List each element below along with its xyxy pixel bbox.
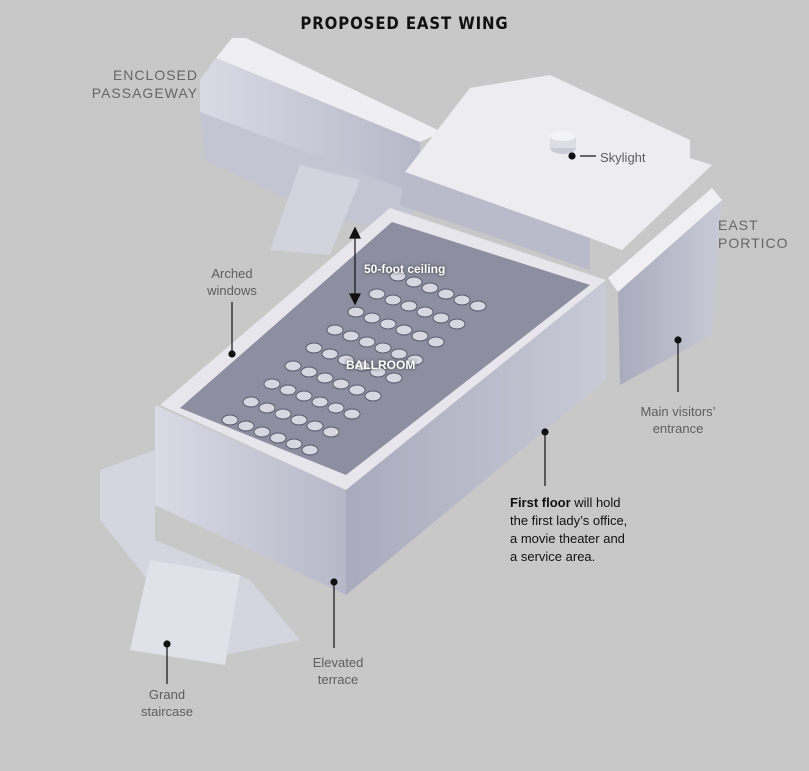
label-line: PASSAGEWAY (91, 85, 198, 101)
table (290, 414, 308, 426)
label-enclosed-passageway: ENCLOSED PASSAGEWAY (92, 66, 198, 102)
label-line: staircase (140, 704, 194, 719)
table (274, 408, 292, 420)
table (405, 276, 423, 288)
table (347, 306, 365, 318)
table (301, 444, 319, 456)
table (322, 426, 340, 438)
table (242, 396, 260, 408)
grand-staircase-shape (130, 560, 240, 665)
table (237, 420, 255, 432)
label-main-entrance: Main visitors’ entrance (628, 403, 728, 437)
table (384, 294, 402, 306)
table (353, 360, 371, 372)
table (343, 408, 361, 420)
label-line: EAST (718, 217, 759, 233)
terrace (100, 450, 300, 660)
label-elevated-terrace: Elevated terrace (300, 654, 376, 688)
label-ballroom: BALLROOM (346, 358, 416, 372)
table (427, 336, 445, 348)
table (332, 378, 350, 390)
table (389, 270, 407, 282)
label-bold: First floor (510, 495, 571, 510)
label-line: Elevated (312, 655, 364, 670)
label-line: Arched (211, 266, 253, 281)
label-east-portico: EAST PORTICO (718, 216, 789, 252)
table (327, 402, 345, 414)
table (453, 294, 471, 306)
table (364, 390, 382, 402)
label-line: ENCLOSED (112, 67, 198, 83)
table (269, 432, 287, 444)
table (326, 324, 344, 336)
table (369, 366, 387, 378)
table (311, 396, 329, 408)
label-line: PORTICO (718, 235, 789, 251)
label-ceiling: 50-foot ceiling (364, 262, 446, 276)
table (279, 384, 297, 396)
table (469, 300, 487, 312)
table (348, 384, 366, 396)
table (295, 390, 313, 402)
leader-lines (163, 152, 682, 684)
ballroom-tables (221, 270, 487, 456)
table (342, 330, 360, 342)
table (300, 366, 318, 378)
label-line: a movie theater and (510, 531, 625, 546)
ballroom-structure (100, 208, 606, 665)
table (379, 318, 397, 330)
main-east-building (400, 75, 712, 270)
table (421, 282, 439, 294)
table (437, 288, 455, 300)
table (358, 336, 376, 348)
table (253, 426, 271, 438)
table (374, 342, 392, 354)
table (406, 354, 424, 366)
passageway-stairs (270, 165, 360, 255)
table (411, 330, 429, 342)
table (416, 306, 434, 318)
label-line: Grand (148, 687, 186, 702)
label-line: will hold (570, 495, 621, 510)
label-line: entrance (652, 421, 704, 436)
table (395, 324, 413, 336)
table (258, 402, 276, 414)
table (263, 378, 281, 390)
table (284, 360, 302, 372)
table (432, 312, 450, 324)
table (368, 288, 386, 300)
label-line: the first lady’s office, (510, 513, 628, 528)
east-portico (608, 188, 722, 385)
table (321, 348, 339, 360)
table (316, 372, 334, 384)
table (337, 354, 355, 366)
table (363, 312, 381, 324)
table (448, 318, 466, 330)
table (306, 420, 324, 432)
label-line: Main visitors’ (640, 404, 716, 419)
table (221, 414, 239, 426)
table (285, 438, 303, 450)
table (305, 342, 323, 354)
page-title: PROPOSED EAST WING (300, 14, 509, 34)
label-skylight: Skylight (600, 150, 646, 165)
label-first-floor: First floor will hold the first lady’s o… (510, 494, 627, 566)
label-grand-staircase: Grand staircase (132, 686, 202, 720)
label-line: windows (207, 283, 257, 298)
label-arched-windows: Arched windows (200, 265, 264, 299)
label-line: terrace (317, 672, 359, 687)
label-line: a service area. (510, 549, 596, 564)
table (385, 372, 403, 384)
enclosed-passageway (200, 38, 442, 255)
table (400, 300, 418, 312)
table (390, 348, 408, 360)
